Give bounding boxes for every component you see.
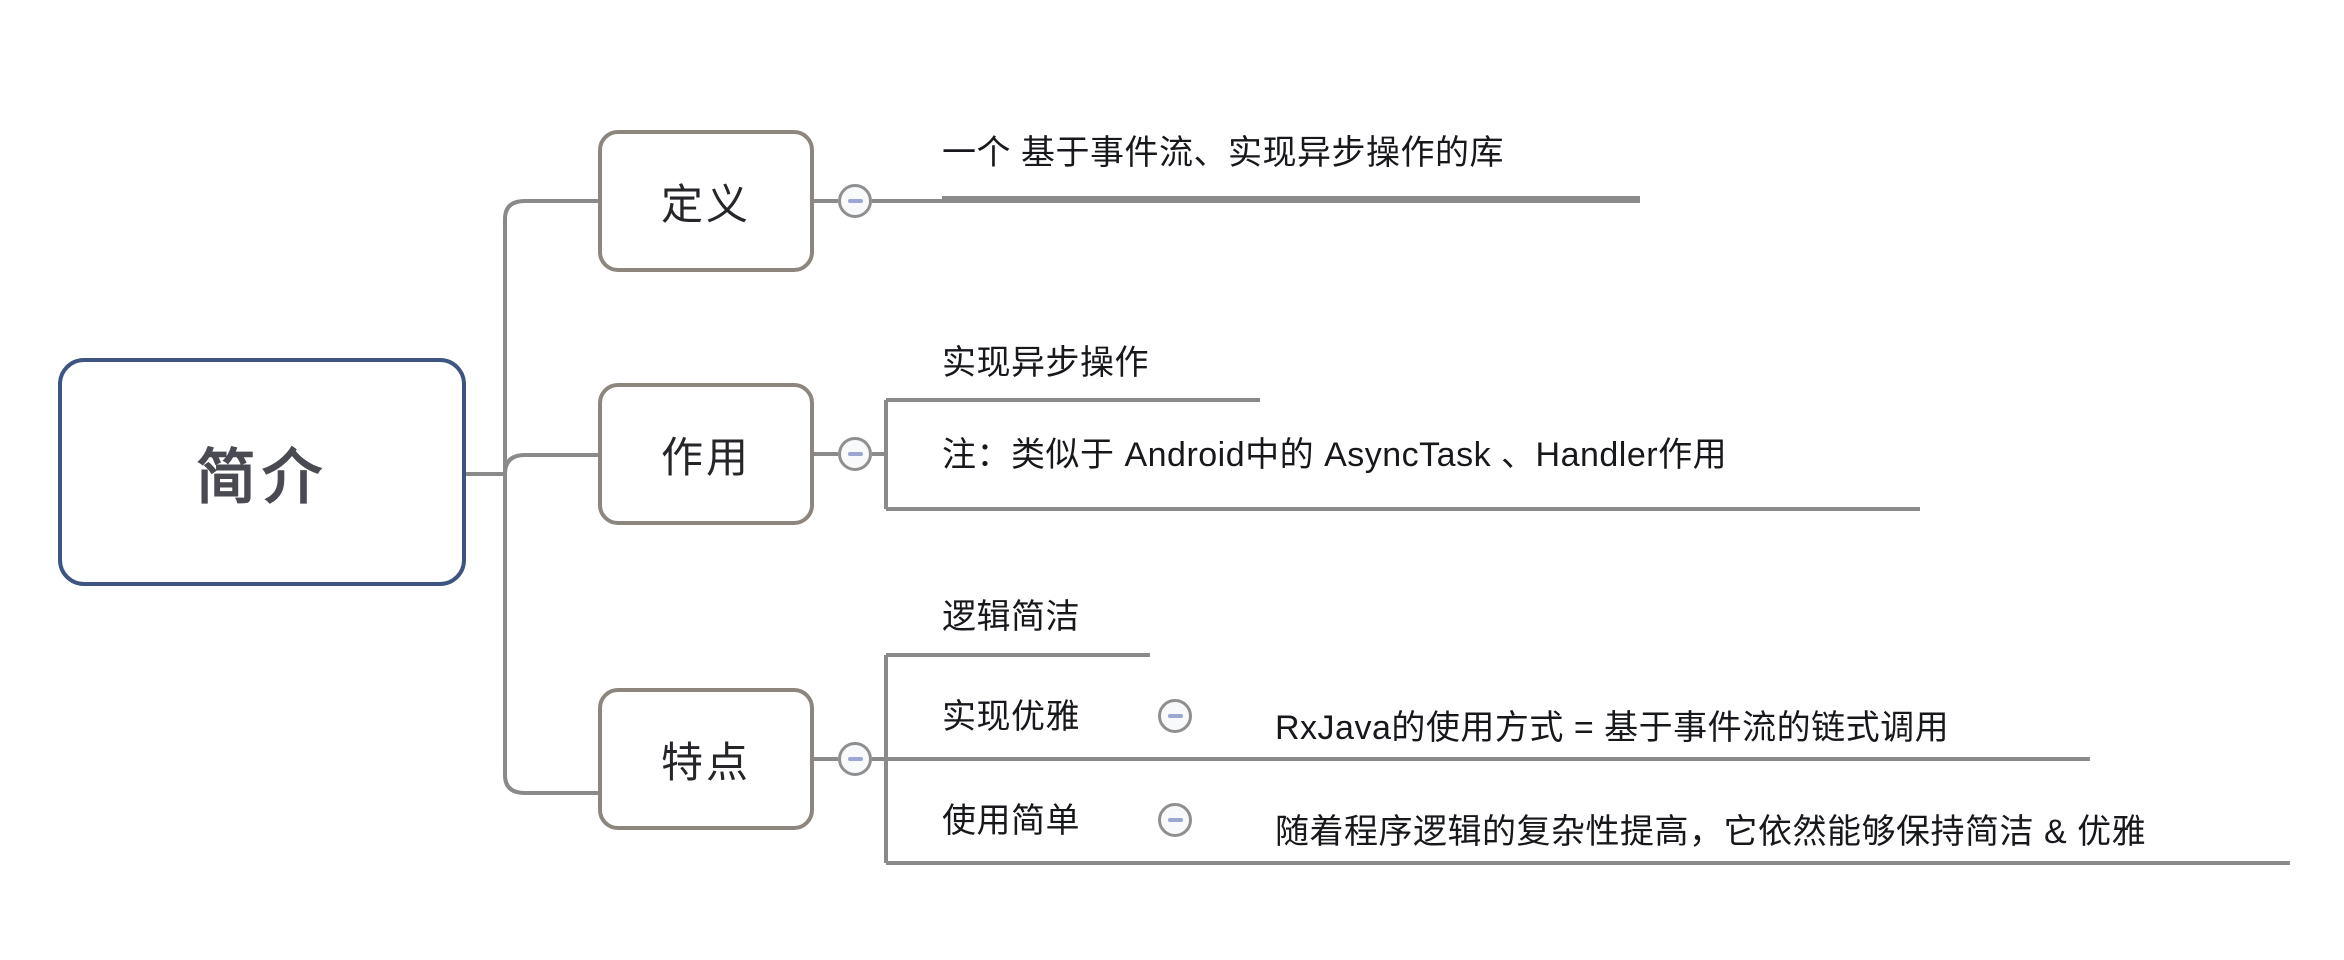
- leaf-features-3[interactable]: 使用简单: [942, 804, 1080, 838]
- leaf-role-1[interactable]: 实现异步操作: [942, 346, 1149, 380]
- leaf-features-2-detail-text: RxJava的使用方式 = 基于事件流的链式调用: [1275, 709, 1950, 747]
- minus-glyph: [847, 757, 863, 761]
- edge-to-definition: [503, 199, 598, 220]
- leaf-features-2[interactable]: 实现优雅: [942, 700, 1080, 734]
- collapse-minus-icon-feature-elegant[interactable]: [1158, 699, 1192, 733]
- leaf-features-3-text: 使用简单: [942, 802, 1080, 840]
- edge-to-features: [503, 774, 598, 795]
- collapse-minus-icon-role[interactable]: [838, 437, 872, 471]
- collapse-minus-icon-feature-simple[interactable]: [1158, 803, 1192, 837]
- minus-glyph: [1167, 714, 1183, 718]
- branch-node-features-label: 特点: [660, 738, 751, 786]
- branch-node-definition[interactable]: 定义: [598, 130, 814, 272]
- underline-definition-1: [942, 196, 1640, 200]
- leaf-role-2-text: 注：类似于 Android中的 AsyncTask 、Handler作用: [942, 436, 1728, 474]
- minus-glyph: [847, 199, 863, 203]
- root-node-label: 简介: [196, 443, 328, 511]
- leaf-features-1[interactable]: 逻辑简洁: [942, 600, 1080, 634]
- edge-to-role: [503, 453, 598, 475]
- leaf-definition-1[interactable]: 一个 基于事件流、实现异步操作的库: [942, 136, 1504, 170]
- minus-glyph: [847, 452, 863, 456]
- root-node[interactable]: 简介: [58, 358, 466, 586]
- leaf-definition-1-text: 一个 基于事件流、实现异步操作的库: [942, 134, 1504, 172]
- leaf-role-2[interactable]: 注：类似于 Android中的 AsyncTask 、Handler作用: [942, 438, 1727, 472]
- branch-node-role[interactable]: 作用: [598, 383, 814, 525]
- branch-node-role-label: 作用: [660, 433, 751, 481]
- leaf-features-1-text: 逻辑简洁: [942, 598, 1080, 636]
- collapse-minus-icon-features[interactable]: [838, 742, 872, 776]
- branch-node-features[interactable]: 特点: [598, 688, 814, 830]
- leaf-features-2-text: 实现优雅: [942, 698, 1080, 736]
- collapse-minus-icon-definition[interactable]: [838, 184, 872, 218]
- branch-node-definition-label: 定义: [660, 180, 751, 228]
- minus-glyph: [1167, 818, 1183, 822]
- leaf-role-1-text: 实现异步操作: [942, 344, 1149, 382]
- leaf-features-3-detail-text: 随着程序逻辑的复杂性提高，它依然能够保持简洁 & 优雅: [1275, 813, 2147, 851]
